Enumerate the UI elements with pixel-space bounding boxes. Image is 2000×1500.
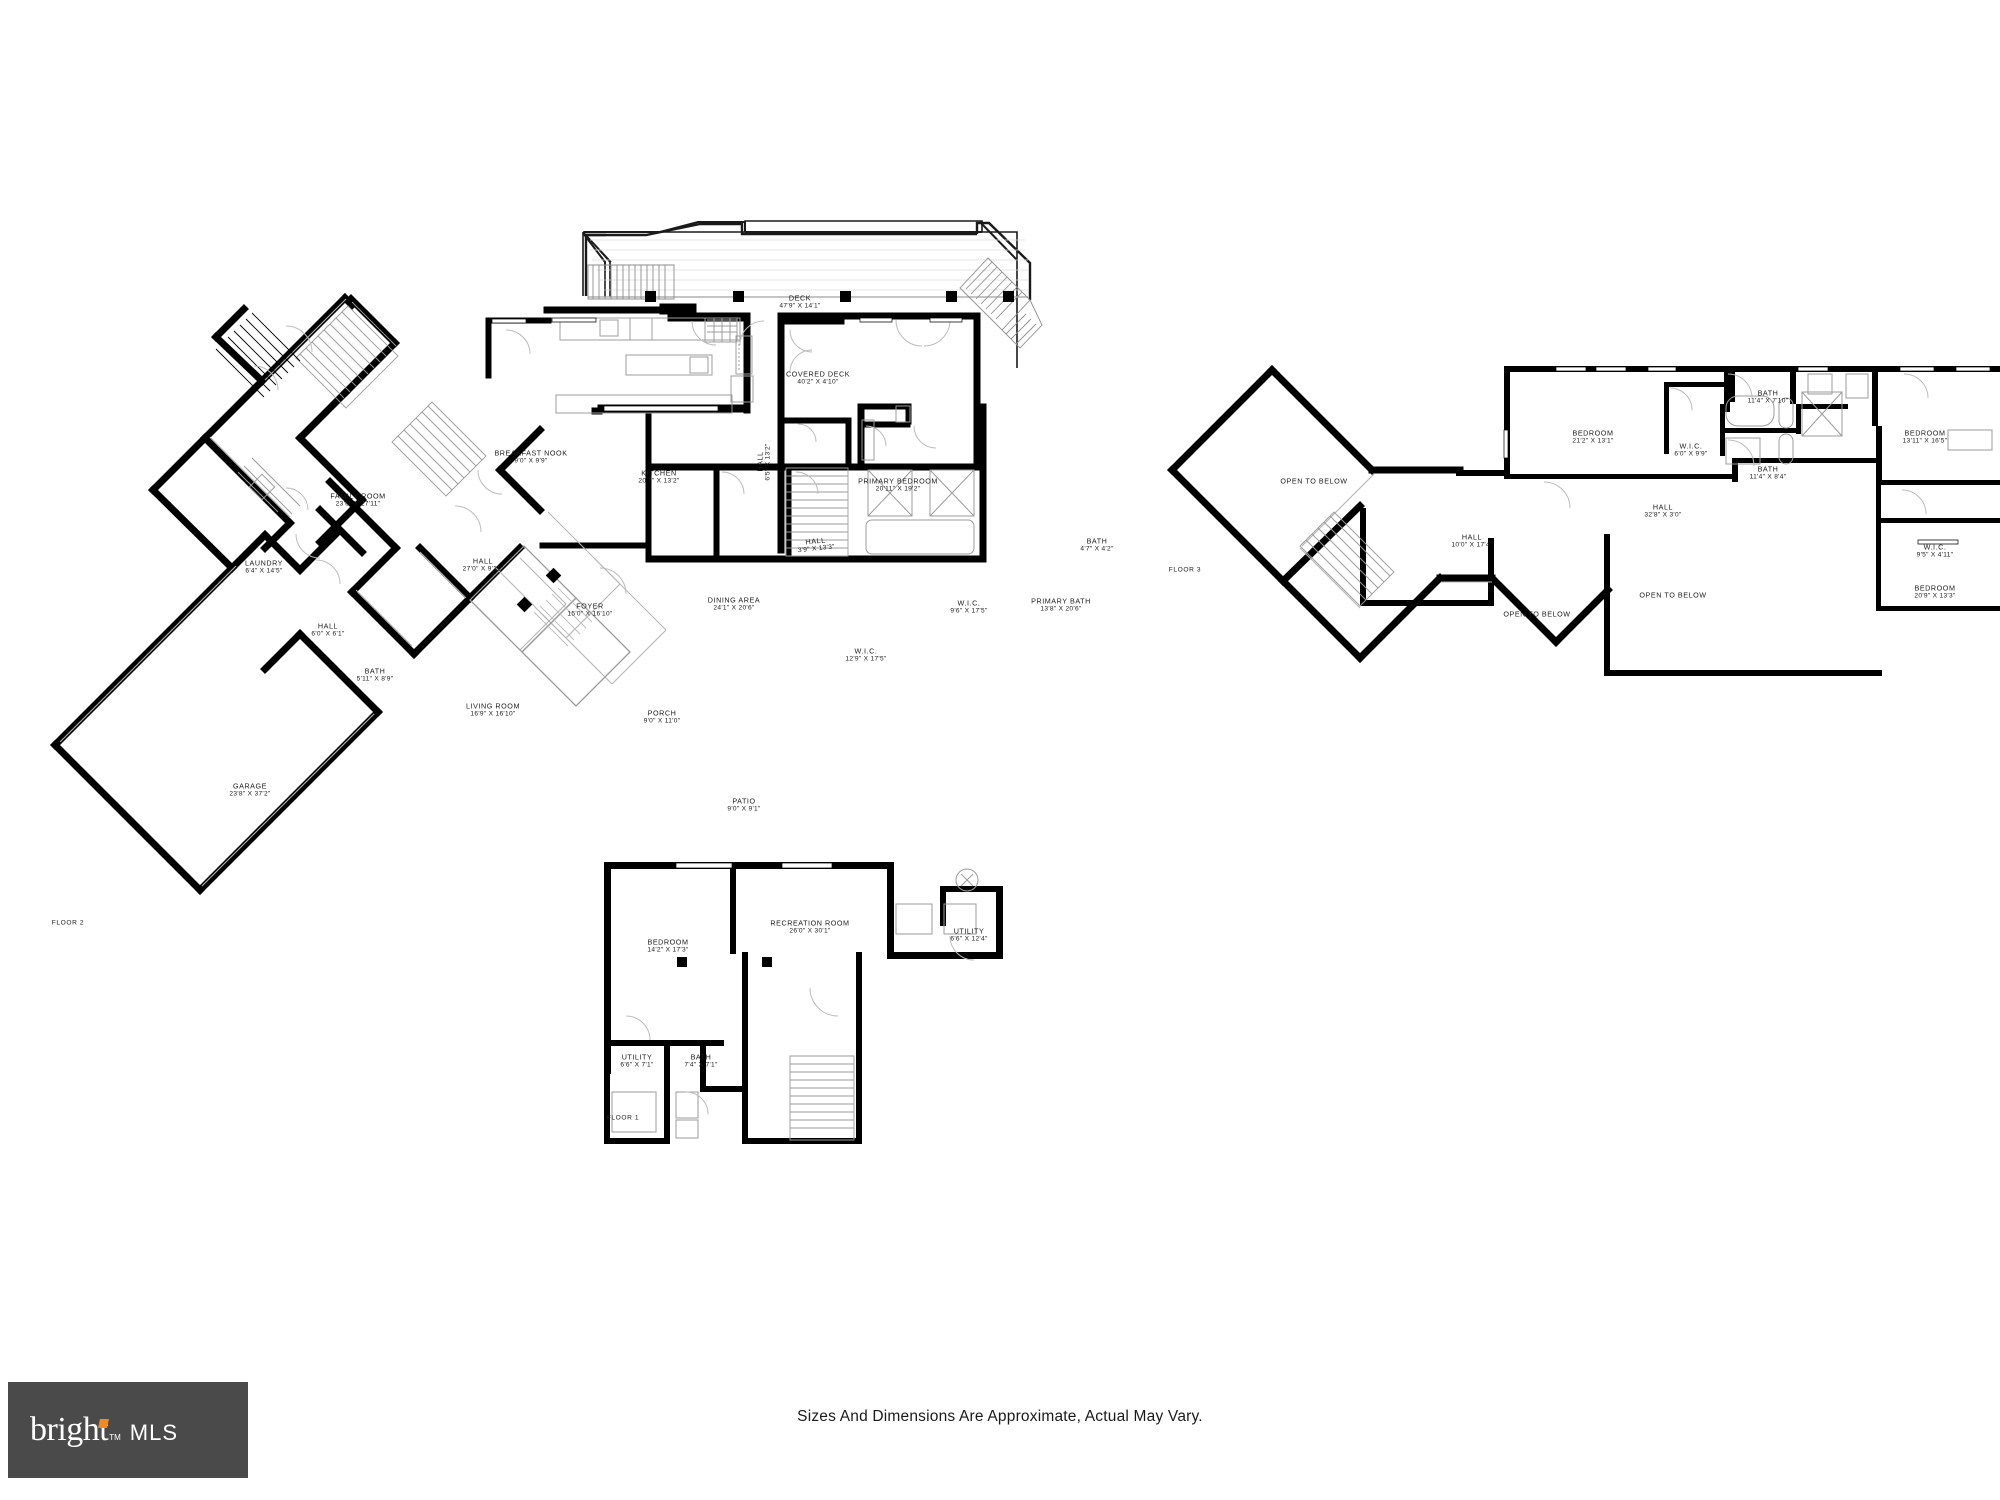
floor2-rotated-thin	[60, 299, 666, 886]
laundry-stairs	[216, 313, 300, 397]
floor1-post-2	[762, 957, 772, 967]
floor3-rotated-thin	[1300, 474, 1492, 608]
floor1-door-swings	[626, 936, 974, 1114]
floor3-walls	[1360, 366, 2000, 676]
floor-tag-1: FLOOR 1	[606, 1114, 640, 1122]
floor3-windows	[1504, 367, 1990, 544]
brand-logo: bright TM MLS	[8, 1382, 248, 1478]
floor3-fixtures	[1726, 374, 1992, 464]
family-room-stairs	[296, 302, 398, 408]
floor1-post-1	[677, 957, 687, 967]
floor-1-plan	[604, 862, 1003, 1144]
patio-steps	[534, 588, 592, 646]
floor2-windows	[492, 318, 962, 411]
disclaimer-text: Sizes And Dimensions Are Approximate, Ac…	[797, 1408, 1203, 1425]
floor1-walls	[604, 862, 1003, 1144]
floor2-rotated-walls	[55, 298, 540, 890]
kitchen-fixtures	[556, 318, 753, 413]
floor1-windows	[676, 863, 832, 868]
porch-post-2	[516, 596, 533, 613]
brand-secondary-text: MLS	[129, 1420, 179, 1445]
primary-bath-fixtures	[862, 406, 974, 554]
floor3-stairs	[1300, 512, 1394, 606]
foyer-stairs	[392, 402, 486, 496]
floor-tag-2: FLOOR 2	[51, 919, 85, 927]
floor1-stairs	[790, 1056, 854, 1140]
deck-stairs-right	[960, 258, 1042, 348]
brand-tm-mark: TM	[109, 1433, 121, 1442]
deck-outline	[583, 221, 1017, 368]
deck-perimeter	[586, 223, 1030, 300]
floor-2-plan	[55, 221, 1042, 890]
deck-hatch	[590, 240, 1028, 290]
covered-deck-posts	[645, 291, 1014, 302]
brand-primary-text: bright	[30, 1411, 109, 1448]
porch-patio-outline	[470, 546, 630, 706]
door-swings	[254, 320, 950, 594]
laundry-fixtures	[238, 458, 300, 514]
porch-post-1	[545, 567, 562, 584]
floor2-stairs-interior	[786, 468, 848, 556]
floor-tag-3: FLOOR 3	[1168, 566, 1202, 574]
deck-stairs-left	[588, 265, 674, 299]
floor-3-plan	[1172, 366, 2000, 676]
floor3-rotated-walls	[1172, 370, 1608, 658]
floor3-door-swings	[1544, 374, 1928, 514]
